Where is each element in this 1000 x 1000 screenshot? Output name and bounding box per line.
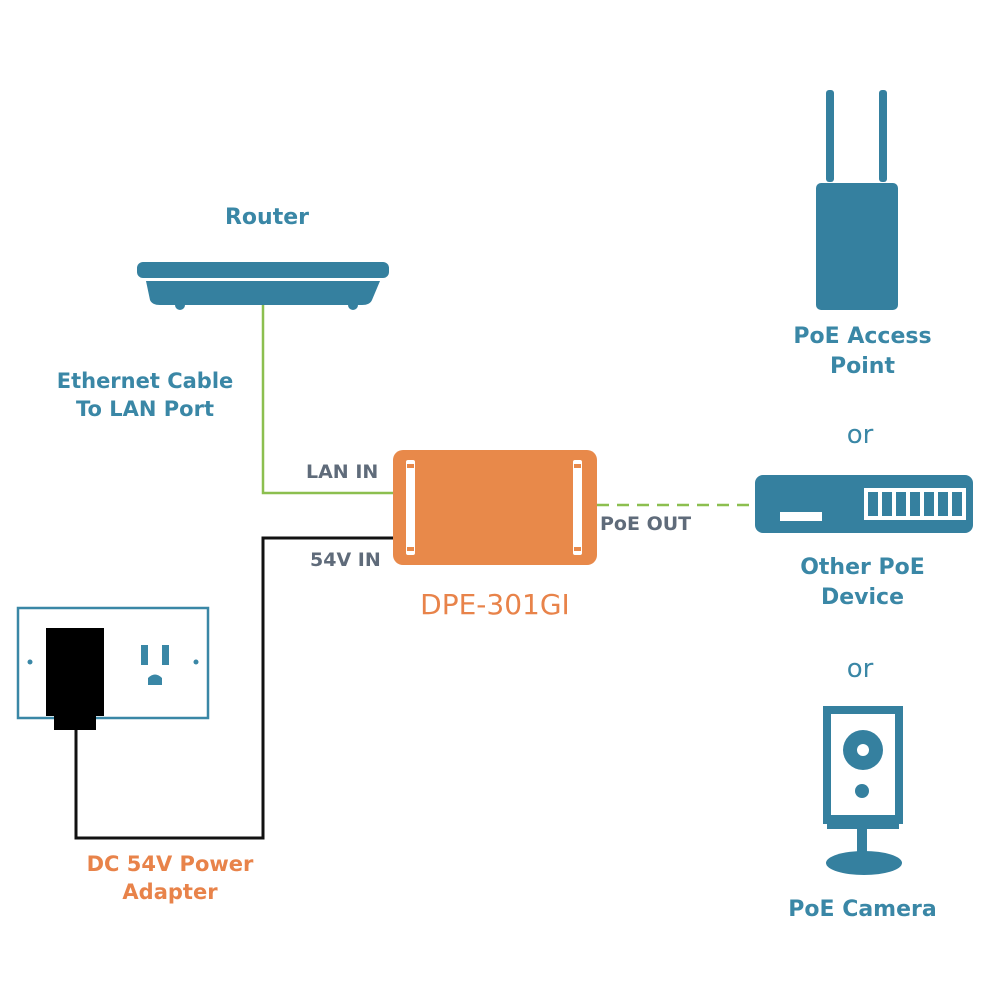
camera-label: PoE Camera — [788, 897, 937, 922]
power-adapter-label-line2: Adapter — [122, 880, 218, 905]
poe-camera-icon — [823, 706, 903, 875]
other-device-label-line1: Other PoE — [800, 555, 925, 580]
or-separator-2: or — [846, 654, 874, 684]
power-adapter-icon — [46, 628, 104, 730]
other-device-label-line2: Device — [820, 584, 905, 610]
poe-out-port-label: PoE OUT — [600, 513, 692, 535]
access-point-icon — [816, 90, 898, 310]
other-device-label: Other PoE Device — [760, 553, 965, 612]
or-separator-1: or — [846, 420, 874, 450]
power-adapter-label-line1: DC 54V Power — [86, 852, 254, 876]
poe-injector-icon — [393, 450, 597, 565]
router-label: Router — [224, 205, 309, 230]
ethernet-cable-label-line2: To LAN Port — [75, 397, 214, 422]
power-in-port-label: 54V IN — [310, 549, 381, 571]
access-point-label-line2: Point — [830, 353, 895, 379]
power-adapter-label: DC 54V Power Adapter — [60, 850, 280, 907]
lan-in-port-label: LAN IN — [306, 461, 379, 483]
ethernet-cable-line — [261, 302, 393, 495]
power-cable-line — [74, 536, 393, 840]
access-point-label: PoE Access Point — [760, 322, 965, 381]
access-point-label-line1: PoE Access — [793, 324, 932, 349]
ethernet-cable-label: Ethernet Cable To LAN Port — [40, 367, 250, 424]
ethernet-cable-label-line1: Ethernet Cable — [56, 369, 234, 393]
injector-model-label: DPE-301GI — [420, 588, 570, 621]
poe-switch-icon — [755, 475, 973, 533]
router-icon — [137, 262, 389, 310]
